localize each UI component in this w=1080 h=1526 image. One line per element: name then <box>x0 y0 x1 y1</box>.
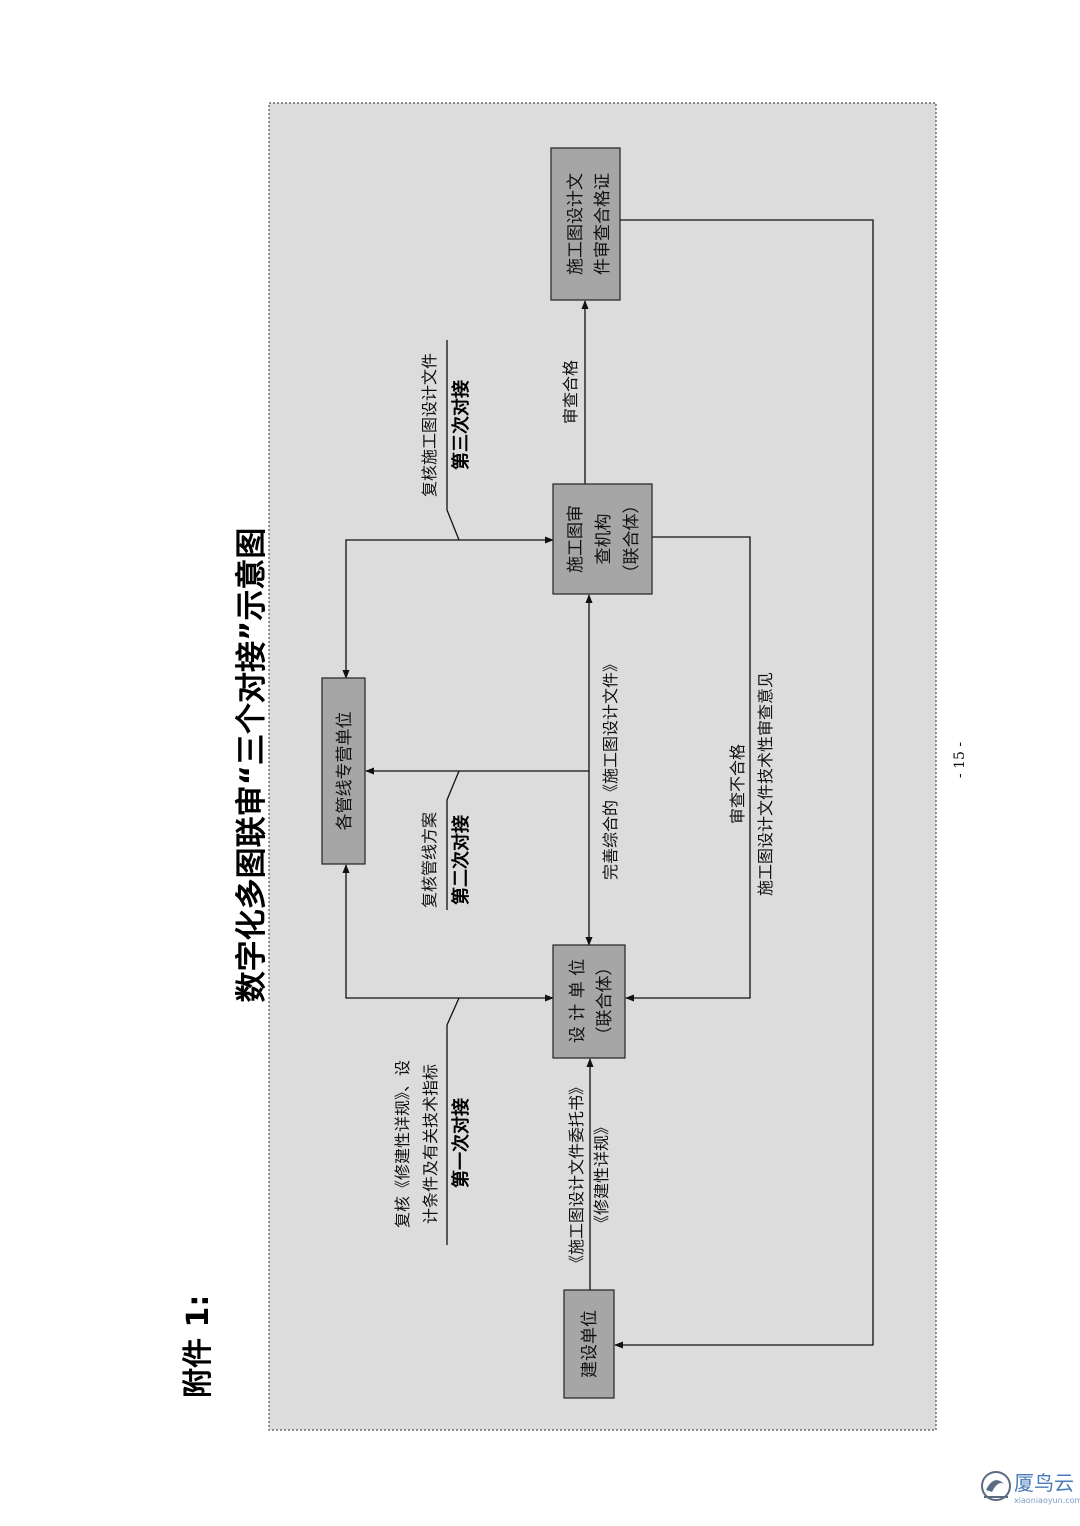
node-shencha: 施工图审 查机构 （联合体） <box>552 483 653 595</box>
watermark-url: xiaoniaoyun.com <box>1014 1496 1080 1505</box>
bird-logo-icon <box>981 1471 1011 1501</box>
page-number: - 15 - <box>952 742 968 778</box>
label-wanshan: 完善综合的《施工图设计文件》 <box>601 656 620 880</box>
node-hege-line2: 件审查合格证 <box>593 173 613 275</box>
node-jianshe: 建设单位 <box>563 1289 615 1399</box>
label-second-bold: 第二次对接 <box>450 815 472 905</box>
leader-first <box>446 997 460 1040</box>
label-second-line1: 复核管线方案 <box>420 812 439 908</box>
node-sheji-line1: 设 计 单 位 <box>568 959 588 1043</box>
label-hege: 审查合格 <box>561 360 580 424</box>
label-first-line2: 计条件及有关技术指标 <box>421 1064 440 1224</box>
node-hege: 施工图设计文 件审查合格证 <box>550 147 621 301</box>
watermark: 厦鸟云 xiaoniaoyun.com <box>981 1471 1080 1505</box>
label-first-line1: 复核《修建性详规》、设 <box>393 1060 412 1228</box>
node-jianshe-label: 建设单位 <box>580 1310 600 1378</box>
edge-hege-to-jianshe <box>614 219 874 1349</box>
edge-sheji-guanxian <box>342 864 554 1002</box>
node-shencha-line1: 施工图审 <box>566 505 586 573</box>
edge-guanxian-shencha <box>342 536 554 679</box>
label-buhege-line2: 施工图设计文件技术性审查意见 <box>756 672 775 896</box>
leader-second <box>446 770 460 812</box>
node-sheji: 设 计 单 位 （联合体） <box>552 944 626 1059</box>
diagram-frame <box>268 102 937 1431</box>
node-shencha-line3: （联合体） <box>622 497 642 582</box>
page-title: 数字化多图联审“三个对接”示意图 <box>234 528 270 1003</box>
label-third-line1: 复核施工图设计文件 <box>420 353 439 497</box>
label-third-bold: 第三次对接 <box>450 380 472 470</box>
label-wtsh-line1: 《施工图设计文件委托书》 <box>567 1079 586 1271</box>
watermark-name: 厦鸟云 <box>1014 1471 1074 1495</box>
node-hege-line1: 施工图设计文 <box>566 173 586 275</box>
attachment-label: 附件 1: <box>181 1295 216 1398</box>
node-sheji-line2: （联合体） <box>595 959 615 1044</box>
label-first-bold: 第一次对接 <box>450 1098 472 1188</box>
node-shencha-line2: 查机构 <box>594 514 614 565</box>
label-wtsh-line2: 《修建性详规》 <box>592 1119 611 1231</box>
node-guanxian-label: 各管线专营单位 <box>335 712 355 831</box>
node-guanxian: 各管线专营单位 <box>321 677 366 865</box>
leader-third <box>446 498 460 541</box>
label-buhege-line1: 审查不合格 <box>728 744 747 824</box>
edge-buhege-return <box>625 536 751 1002</box>
